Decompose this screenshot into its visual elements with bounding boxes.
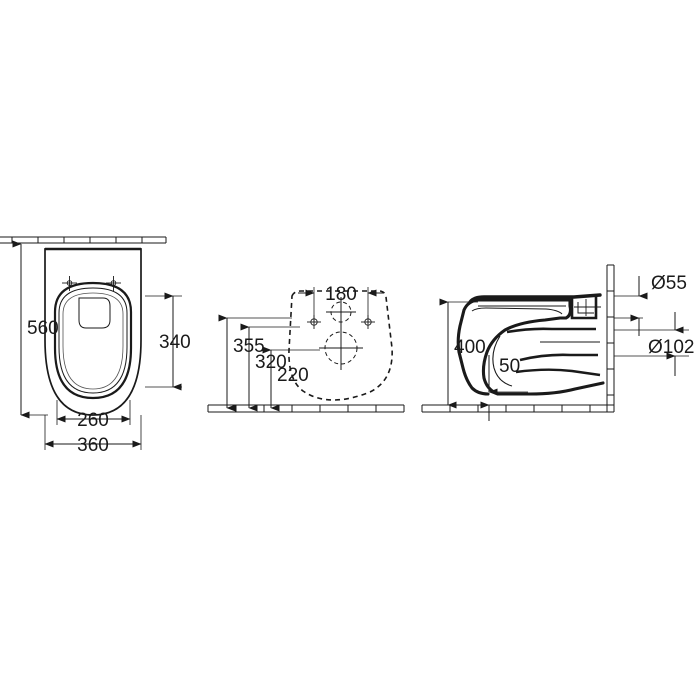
side-wall-band <box>606 264 615 412</box>
side-rim-underside <box>471 307 563 315</box>
side-bowl-lower-profile <box>476 298 605 396</box>
dim-side-400: 400 <box>439 298 486 409</box>
dim-plan-340: 340 <box>145 292 191 391</box>
side-outlet-large-detail <box>506 327 600 362</box>
side-view: Ø55 Ø102 400 50 <box>421 264 694 421</box>
dim-side-outlet-large: Ø102 <box>614 312 694 376</box>
dim-label-dia-102: Ø102 <box>648 337 694 358</box>
plan-bowl-inner <box>58 287 128 394</box>
side-lower-skirt <box>515 368 601 377</box>
dim-side-outlet-small: Ø55 <box>614 273 687 336</box>
dim-label-220: 220 <box>277 365 309 386</box>
dim-rear-180: 180 <box>298 284 384 305</box>
dim-label-50: 50 <box>499 356 520 377</box>
dim-plan-560: 560 <box>12 240 59 419</box>
plan-mounting-hole-right <box>106 276 121 291</box>
plan-bowl-outer <box>53 281 133 400</box>
dim-label-360: 360 <box>77 435 109 456</box>
side-trap-line <box>492 335 513 387</box>
dim-rear-220: 220 <box>262 346 320 412</box>
plan-waste-opening <box>78 297 111 329</box>
dim-side-50: 50 <box>480 355 528 421</box>
dim-label-dia-55: Ø55 <box>651 273 687 294</box>
rear-bowl-outline <box>288 290 393 401</box>
rear-outlet-large <box>319 326 363 370</box>
dim-plan-360: 360 <box>44 415 142 456</box>
dim-label-180: 180 <box>325 284 357 305</box>
rear-outlet-small <box>326 297 356 327</box>
plan-mounting-hole-left <box>62 276 77 291</box>
dim-label-340: 340 <box>159 332 191 353</box>
side-seat-top <box>468 293 602 304</box>
dim-plan-260: 260 <box>56 400 131 431</box>
dim-label-400: 400 <box>454 337 486 358</box>
plan-seat-outline <box>44 248 142 416</box>
side-bowl-front-curve <box>456 298 490 396</box>
plan-view: 560 340 260 360 <box>0 236 191 456</box>
rear-view: 180 355 320 220 <box>207 284 405 413</box>
plan-bowl-rim <box>62 292 124 390</box>
dim-label-260: 260 <box>77 410 109 431</box>
side-outlet-small-detail <box>570 295 601 320</box>
dim-label-560: 560 <box>27 318 59 339</box>
